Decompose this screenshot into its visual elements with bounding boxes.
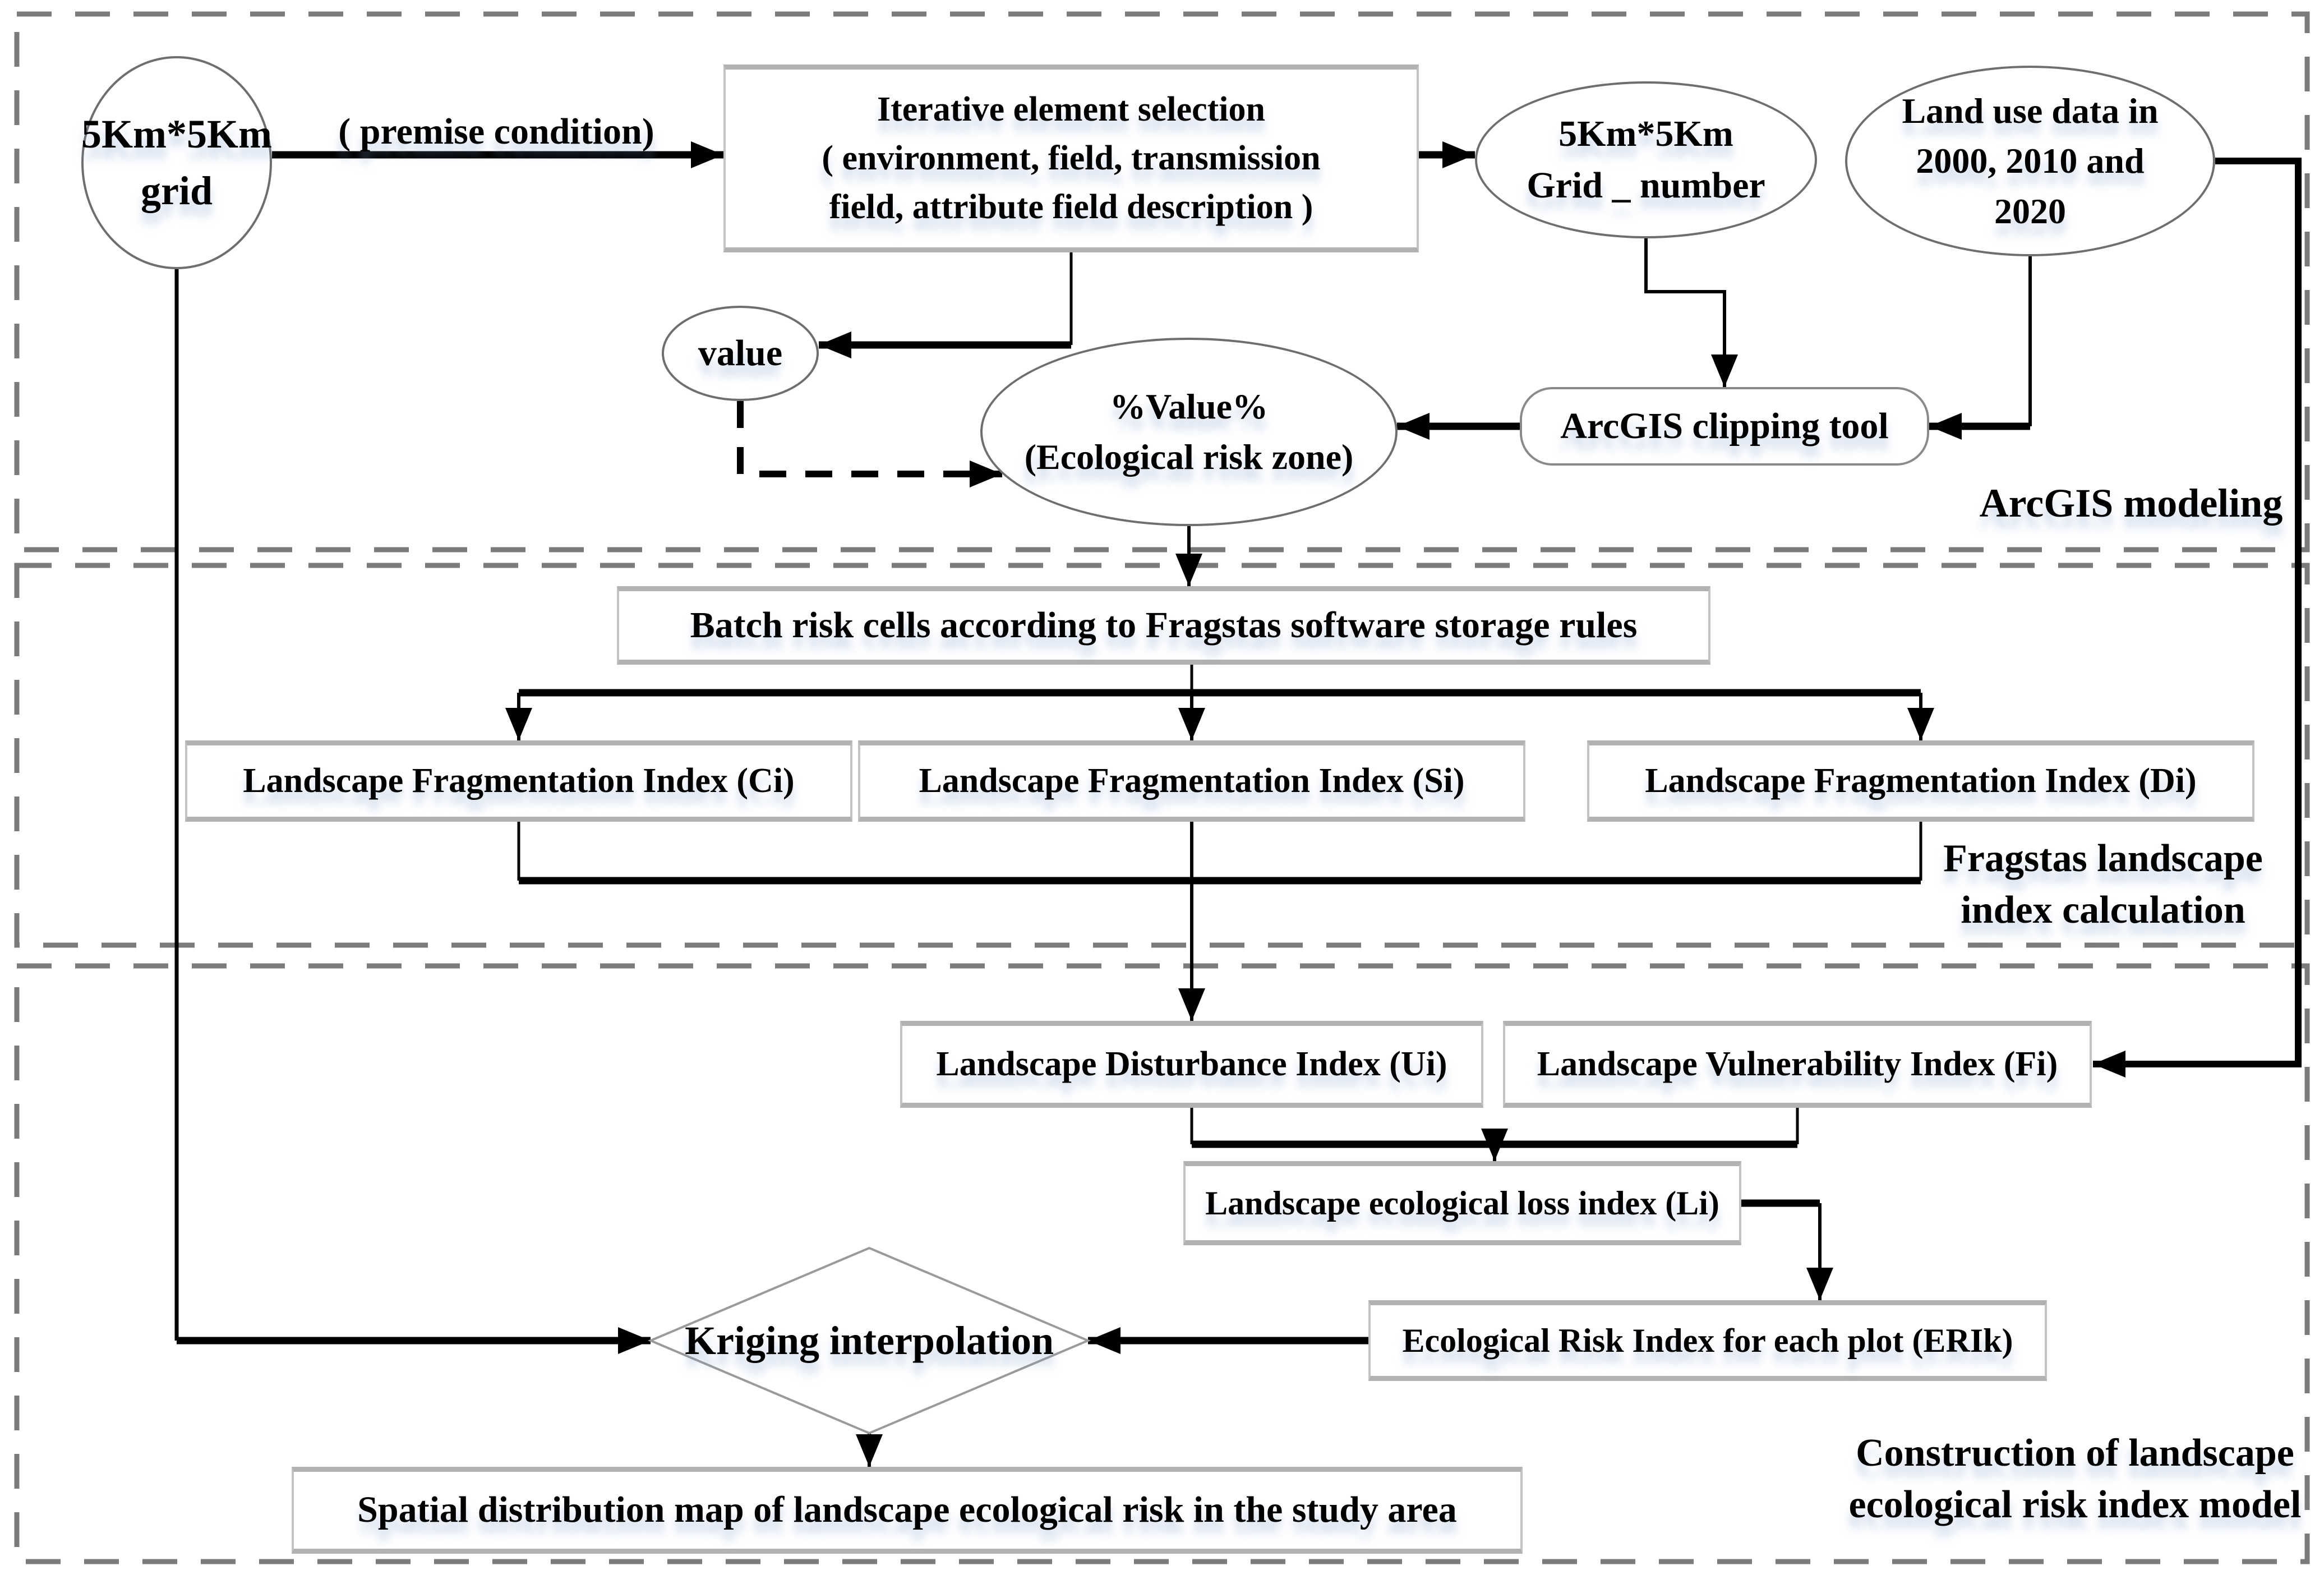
node-ecological-risk-index: Ecological Risk Index for each plot (ERI… <box>1368 1300 2047 1381</box>
node-vulnerability-index: Landscape Vulnerability Index (Fi) <box>1503 1021 2092 1108</box>
node-grid: 5Km*5Km grid <box>81 56 272 269</box>
section-arcgis-border <box>14 11 2310 553</box>
thick-connectors <box>177 141 2302 1354</box>
kriging-diamond-shape <box>647 1246 1091 1435</box>
section-label-arcgis-modeling: ArcGIS modeling <box>1979 481 2283 526</box>
node-grid-number-label: 5Km*5Km Grid _ number <box>1527 113 1765 206</box>
section-borders <box>14 11 2310 1564</box>
node-fragmentation-ci: Landscape Fragmentation Index (Ci) <box>185 740 852 822</box>
node-land-use-data: Land use data in 2000, 2010 and 2020 <box>1845 66 2215 256</box>
section-fragstas-border <box>14 563 2310 948</box>
node-arcgis-clipping-tool-label: ArcGIS clipping tool <box>1560 405 1889 446</box>
node-ecological-risk-index-label: Ecological Risk Index for each plot (ERI… <box>1402 1322 2013 1359</box>
node-batch-risk-cells-label: Batch risk cells according to Fragstas s… <box>690 604 1638 646</box>
section-label-fragstas: Fragstas landscape index calculation <box>1943 837 2263 932</box>
node-ecological-risk-zone-label: %Value% (Ecological risk zone) <box>1024 386 1354 477</box>
node-arcgis-clipping-tool: ArcGIS clipping tool <box>1520 387 1929 466</box>
node-vulnerability-index-label: Landscape Vulnerability Index (Fi) <box>1537 1045 2058 1084</box>
node-spatial-distribution-map-label: Spatial distribution map of landscape ec… <box>357 1489 1457 1531</box>
node-value: value <box>662 306 819 401</box>
edge-value-to-valuezone-dashed <box>737 401 1002 487</box>
node-disturbance-index: Landscape Disturbance Index (Ui) <box>900 1021 1483 1108</box>
node-iterative-selection: Iterative element selection ( environmen… <box>723 65 1419 252</box>
node-grid-number: 5Km*5Km Grid _ number <box>1475 81 1817 238</box>
node-value-label: value <box>698 332 783 374</box>
node-land-use-data-label: Land use data in 2000, 2010 and 2020 <box>1902 90 2159 231</box>
medium-connectors <box>505 238 2032 1467</box>
node-kriging-interpolation-label: Kriging interpolation <box>684 1318 1054 1363</box>
thin-connectors <box>174 252 1922 1341</box>
edge-gridnumber-to-cliptool <box>1644 238 1738 387</box>
node-fragmentation-si: Landscape Fragmentation Index (Si) <box>858 740 1525 822</box>
node-spatial-distribution-map: Spatial distribution map of landscape ec… <box>292 1467 1523 1554</box>
edge-landuse-to-vulnerability <box>2093 158 2302 1078</box>
node-fragmentation-ci-label: Landscape Fragmentation Index (Ci) <box>243 762 795 800</box>
section-model-border <box>14 963 2310 1564</box>
node-batch-risk-cells: Batch risk cells according to Fragstas s… <box>617 586 1710 665</box>
node-disturbance-index-label: Landscape Disturbance Index (Ui) <box>936 1045 1447 1084</box>
node-ecological-loss-index-label: Landscape ecological loss index (Li) <box>1205 1185 1719 1222</box>
node-ecological-loss-index: Landscape ecological loss index (Li) <box>1183 1161 1741 1245</box>
node-fragmentation-di-label: Landscape Fragmentation Index (Di) <box>1645 762 2197 800</box>
node-grid-label: 5Km*5Km grid <box>81 112 272 213</box>
node-iterative-selection-label: Iterative element selection ( environmen… <box>822 90 1321 226</box>
section-label-construction: Construction of landscape ecological ris… <box>1848 1431 2302 1527</box>
edge-label-premise: ( premise condition) <box>314 90 679 174</box>
premise-condition-label: ( premise condition) <box>338 111 654 152</box>
node-fragmentation-di: Landscape Fragmentation Index (Di) <box>1587 740 2254 822</box>
node-ecological-risk-zone: %Value% (Ecological risk zone) <box>980 338 1398 526</box>
node-fragmentation-si-label: Landscape Fragmentation Index (Si) <box>919 762 1465 800</box>
node-kriging-interpolation: Kriging interpolation <box>651 1248 1088 1433</box>
